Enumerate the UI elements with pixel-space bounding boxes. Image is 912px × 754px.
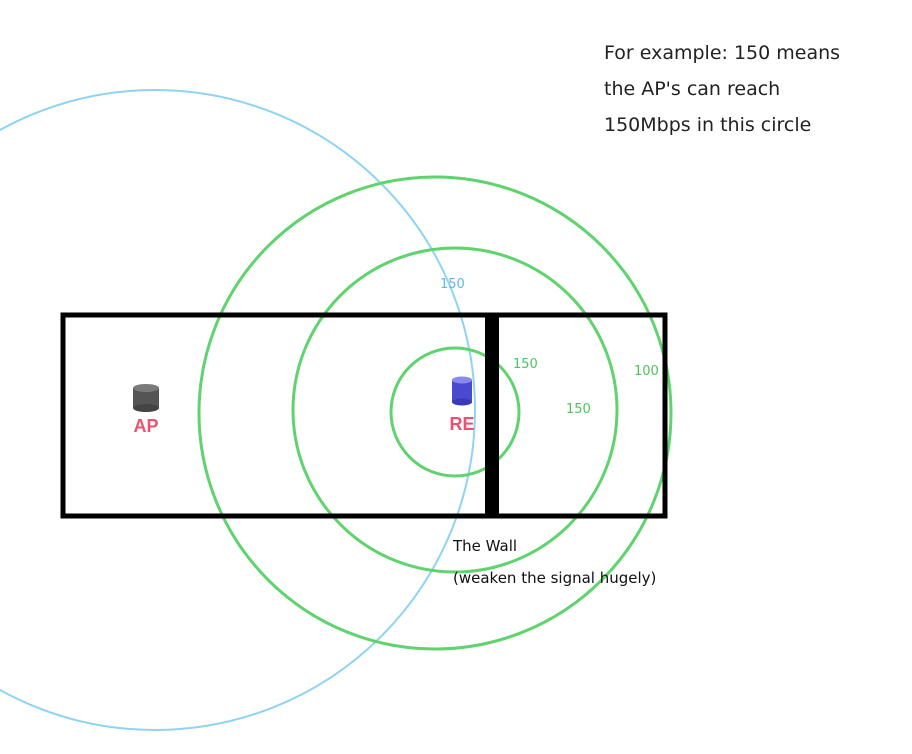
house-outline (60, 312, 668, 519)
wall-title: The Wall (452, 537, 517, 555)
re-device-icon (452, 376, 472, 406)
note-line-3: 150Mbps in this circle (604, 114, 812, 136)
wall-subtitle: (weaken the signal hugely) (453, 569, 656, 587)
re-inner-ring-label: 150 (513, 357, 538, 372)
re-label: RE (449, 414, 474, 434)
re-middle-ring-label: 150 (566, 402, 591, 417)
re-outer-ring (197, 175, 673, 651)
note-line-1: For example: 150 means (604, 42, 841, 64)
re-middle-ring (291, 246, 619, 574)
ap-coverage-circle (0, 89, 476, 731)
note-line-2: the AP's can reach (604, 78, 781, 100)
ap-label: AP (133, 416, 158, 436)
wall-bar (485, 315, 499, 516)
ap-coverage-label: 150 (440, 277, 465, 292)
ap-device-icon (133, 384, 159, 412)
re-outer-ring-label: 100 (634, 364, 659, 379)
re-inner-ring (389, 346, 521, 478)
